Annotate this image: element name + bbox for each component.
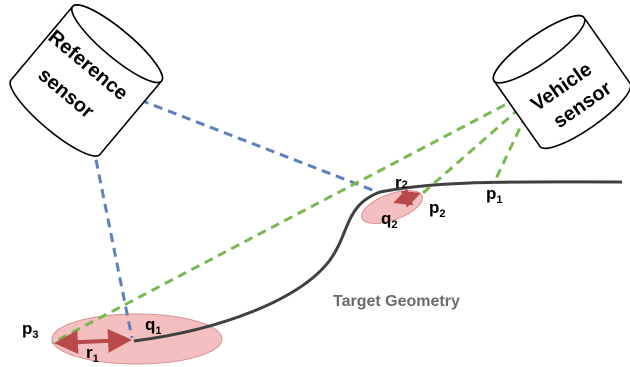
point-label-p2: p2 [429, 198, 446, 220]
target-geometry-curve [133, 180, 623, 343]
point-label-p1: p1 [486, 184, 503, 206]
point-label-r1: r1 [86, 343, 99, 365]
residual-arrow-r1 [54, 328, 132, 355]
point-label-p3: p3 [22, 319, 39, 341]
point-label-q2: q2 [381, 209, 398, 231]
vehicle-ray-to-p2 [422, 106, 521, 195]
vehicle-ray-to-p3 [51, 96, 519, 345]
target-geometry-label: Target Geometry [333, 293, 460, 310]
reference-ray-to-q2 [139, 98, 376, 193]
uncertainty-ellipse-q1 [51, 313, 223, 365]
point-label-q1: q1 [145, 315, 162, 337]
reference-sensor [9, 4, 164, 157]
point-label-r2: r2 [395, 173, 408, 192]
vehicle-ray-to-p1 [492, 114, 528, 184]
vehicle-sensor [492, 14, 630, 150]
reference-ray-to-q1 [91, 144, 134, 339]
residual-arrow-r2 [393, 188, 421, 208]
